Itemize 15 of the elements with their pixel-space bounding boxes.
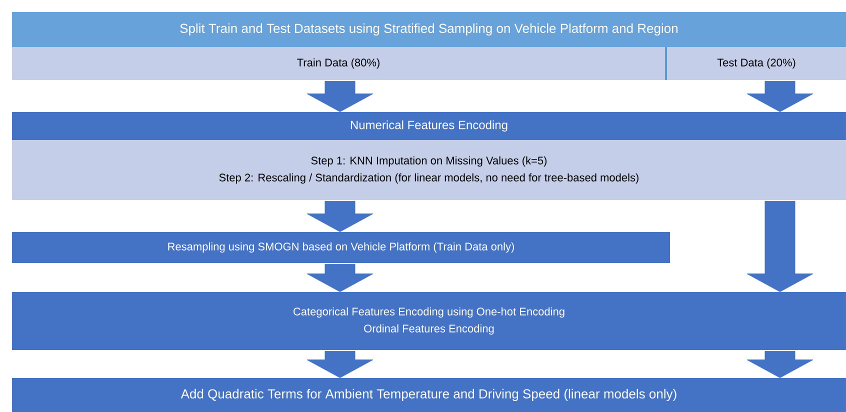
process-box: Resampling using SMOGN based on Vehicle Platform (Train Data only) [12, 232, 670, 263]
block-arrow [306, 350, 374, 378]
step-header-band: Numerical Features Encoding [12, 112, 846, 140]
process-box: Add Quadratic Terms for Ambient Temperature and Driving Speed (linear models only) [12, 378, 846, 412]
block-arrow [746, 200, 814, 292]
block-arrow [306, 264, 374, 292]
block-arrow [746, 80, 814, 112]
block-arrow [306, 80, 374, 112]
block-arrow [306, 200, 374, 232]
header-band: Split Train and Test Datasets using Stratified Sampling on Vehicle Platform and Region [12, 12, 846, 47]
block-arrow [746, 350, 814, 378]
step-band: Step 1: KNN Imputation on Missing Values (k=5) Step 2: Rescaling / Standardization (for linear models, no need for tree-based models) [12, 140, 846, 200]
data-band: Test Data (20%) [667, 47, 846, 80]
data-band: Train Data (80%) [12, 47, 665, 80]
process-box: Categorical Features Encoding using One-hot Encoding Ordinal Features Encoding [12, 292, 846, 350]
